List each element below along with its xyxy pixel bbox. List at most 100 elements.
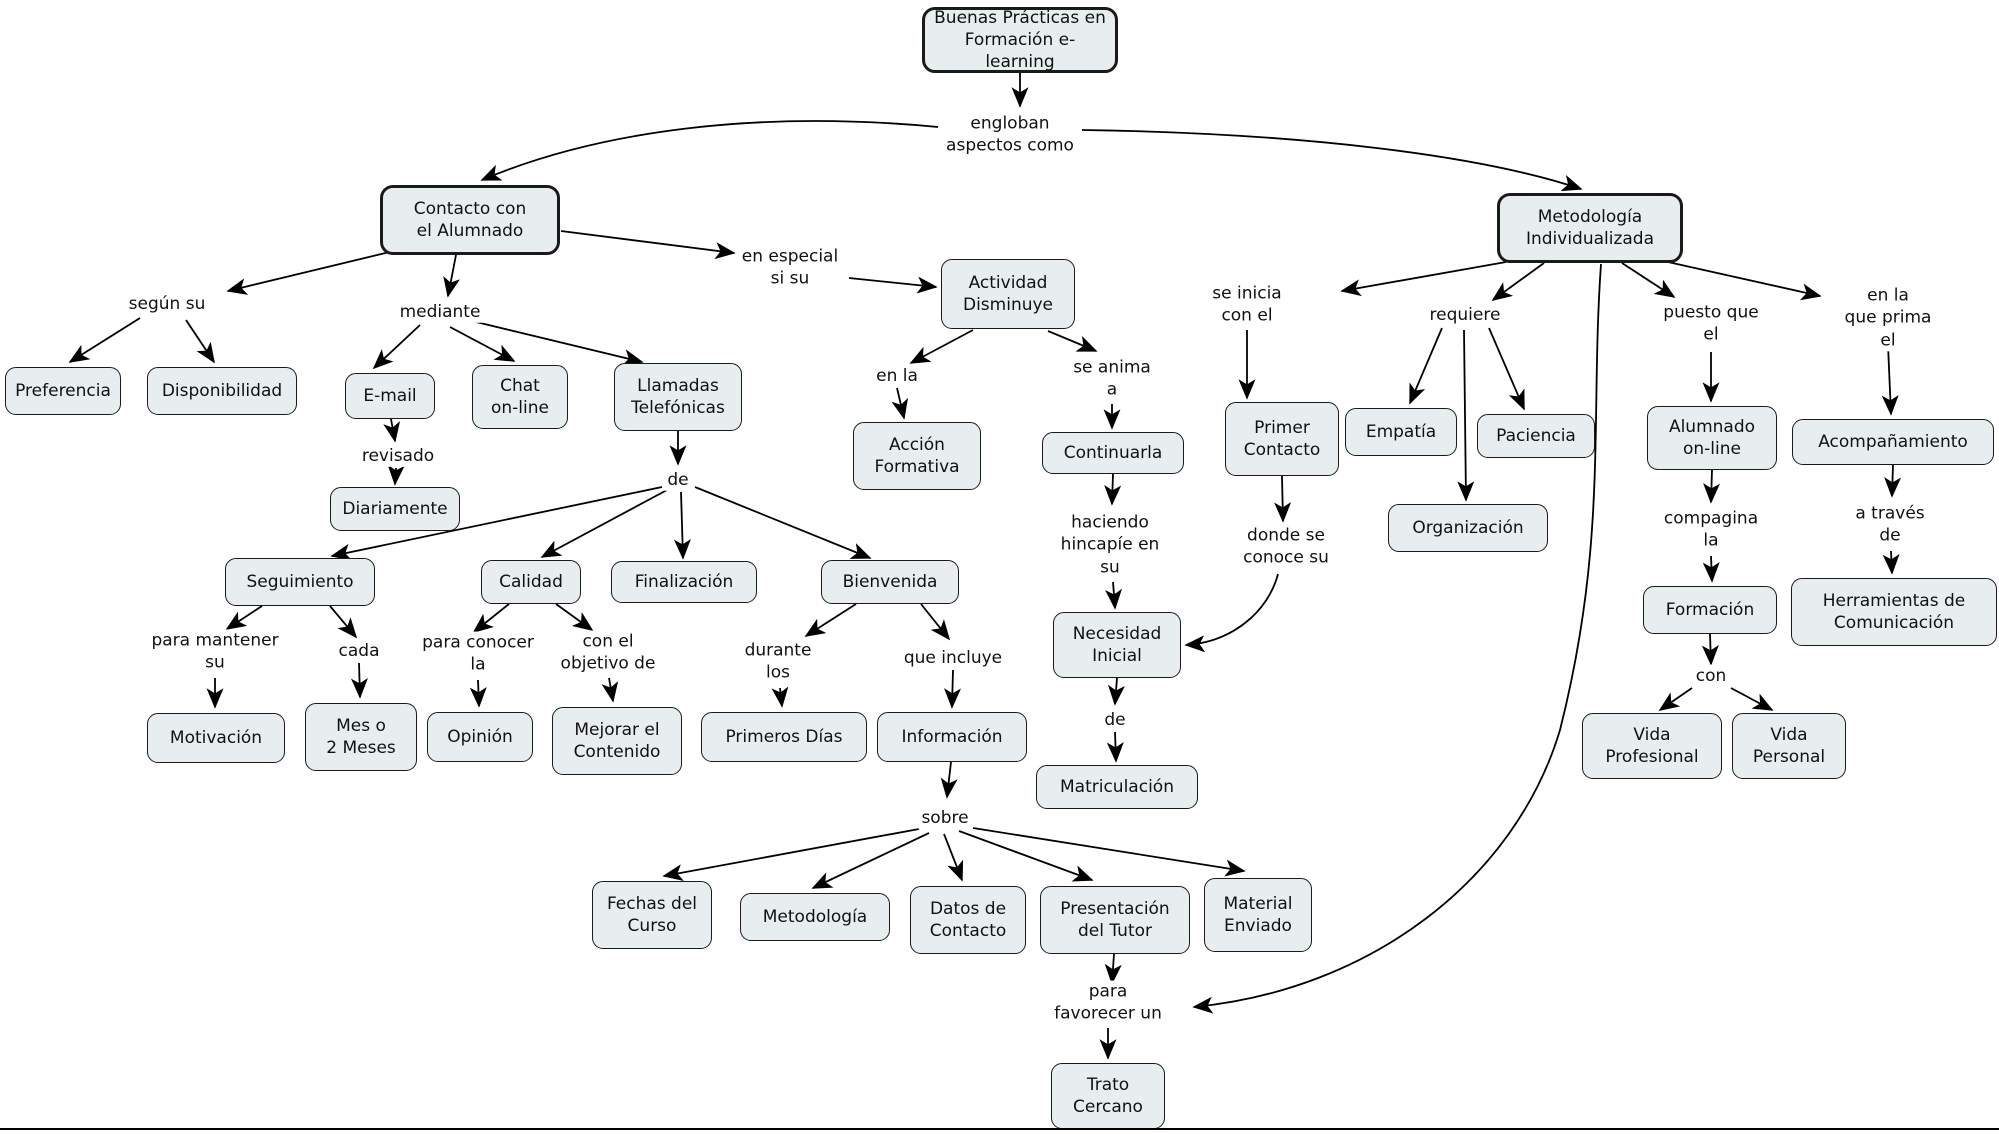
edge-mediante-email: [372, 324, 421, 370]
edge-necesidad-de2: [1107, 677, 1125, 706]
linking-phrase-puestoque[interactable]: puesto que el: [1660, 301, 1762, 347]
concept-node-chat[interactable]: Chat on-line: [472, 365, 568, 429]
concept-node-preferencia[interactable]: Preferencia: [5, 367, 121, 415]
concept-node-actividad[interactable]: Actividad Disminuye: [941, 259, 1075, 329]
linking-phrase-requiere[interactable]: requiere: [1426, 303, 1504, 327]
concept-node-bienvenida[interactable]: Bienvenida: [821, 560, 959, 604]
concept-node-paciencia[interactable]: Paciencia: [1477, 414, 1595, 458]
linking-phrase-con2[interactable]: con: [1692, 664, 1730, 688]
concept-node-datos[interactable]: Datos de Contacto: [910, 886, 1026, 954]
linking-phrase-de1[interactable]: de: [664, 468, 692, 492]
linking-phrase-atraves[interactable]: a través de: [1852, 502, 1928, 548]
linking-phrase-queincluye[interactable]: que incluye: [900, 646, 1006, 670]
concept-node-diariamente[interactable]: Diariamente: [330, 487, 460, 531]
concept-node-calidad[interactable]: Calidad: [481, 560, 581, 604]
concept-node-trato[interactable]: Trato Cercano: [1051, 1063, 1165, 1129]
edge-de1-bienvenida: [694, 486, 872, 559]
linking-phrase-mediante[interactable]: mediante: [396, 300, 484, 324]
edge-mediante-llamadas: [467, 319, 644, 366]
concept-node-contacto[interactable]: Contacto con el Alumnado: [380, 185, 560, 255]
edge-sobre-fechas: [662, 828, 920, 881]
edge-con2-vidapers: [1730, 687, 1774, 711]
linking-phrase-seinicia[interactable]: se inicia con el: [1209, 282, 1285, 328]
edge-sobre-material: [972, 827, 1246, 877]
linking-phrase-revisado[interactable]: revisado: [358, 444, 438, 468]
edge-bienvenida-queincluye: [920, 603, 951, 641]
edge-enespecial-actividad: [848, 276, 938, 294]
edge-mediante-chat: [449, 326, 516, 362]
concept-node-fechas[interactable]: Fechas del Curso: [592, 881, 712, 949]
linking-phrase-durante[interactable]: durante los: [741, 639, 815, 685]
edge-contacto-enespecial: [560, 230, 736, 260]
edge-sobre-datos: [943, 833, 964, 882]
edge-metodologia-requiere: [1491, 262, 1545, 301]
edge-continuarla-haciendo: [1104, 473, 1122, 506]
linking-phrase-paramantener[interactable]: para mantener su: [148, 629, 282, 675]
concept-node-acompanamiento[interactable]: Acompañamiento: [1792, 419, 1994, 465]
linking-phrase-segun[interactable]: según su: [125, 292, 209, 316]
edge-conelobjetivo-mejorar: [601, 677, 619, 703]
concept-node-herramientas[interactable]: Herramientas de Comunicación: [1791, 578, 1997, 646]
concept-node-vidaprof[interactable]: Vida Profesional: [1582, 713, 1722, 779]
edge-requiere-paciencia: [1488, 327, 1525, 411]
edge-sobre-presentacion: [958, 830, 1094, 882]
concept-node-accion[interactable]: Acción Formativa: [853, 422, 981, 490]
edge-seguimiento-paramantener: [225, 605, 263, 630]
concept-node-llamadas[interactable]: Llamadas Telefónicas: [614, 363, 742, 431]
linking-phrase-paraconocer[interactable]: para conocer la: [419, 631, 537, 677]
linking-phrase-enespecial[interactable]: en especial si su: [738, 245, 842, 291]
concept-node-empatia[interactable]: Empatía: [1345, 408, 1457, 456]
edge-metodologia-parafavorecer: [1192, 263, 1602, 1014]
edge-de1-finalizacion: [673, 491, 691, 560]
concept-node-metodologia[interactable]: Metodología Individualizada: [1497, 193, 1683, 263]
linking-phrase-compagina[interactable]: compagina la: [1660, 507, 1762, 553]
edge-informacion-sobre: [940, 761, 958, 799]
concept-node-alumnado[interactable]: Alumnado on-line: [1647, 406, 1777, 470]
linking-phrase-parafavorecer[interactable]: para favorecer un: [1051, 980, 1165, 1026]
concept-node-finalizacion[interactable]: Finalización: [611, 561, 757, 603]
concept-node-mejorar[interactable]: Mejorar el Contenido: [552, 707, 682, 775]
concept-node-primer[interactable]: Primer Contacto: [1225, 402, 1339, 476]
concept-node-meso[interactable]: Mes o 2 Meses: [305, 703, 417, 771]
edge-cada-meso: [350, 662, 368, 699]
concept-node-continuarla[interactable]: Continuarla: [1042, 432, 1184, 474]
concept-node-informacion[interactable]: Información: [877, 712, 1027, 762]
concept-node-vidapers[interactable]: Vida Personal: [1732, 713, 1846, 779]
linking-phrase-engloban[interactable]: engloban aspectos como: [943, 112, 1077, 158]
concept-node-formacion[interactable]: Formación: [1643, 586, 1777, 634]
linking-phrase-haciendo[interactable]: haciendo hincapíe en su: [1057, 511, 1163, 579]
edge-compagina-formacion: [1702, 555, 1720, 583]
edge-atraves-herramientas: [1882, 550, 1900, 575]
edge-enlaque-acompanamiento: [1881, 344, 1899, 416]
concept-node-opinion[interactable]: Opinión: [427, 712, 533, 762]
linking-phrase-dondese[interactable]: donde se conoce su: [1240, 524, 1332, 570]
concept-node-material[interactable]: Material Enviado: [1204, 878, 1312, 952]
edge-acompanamiento-atraves: [1884, 464, 1902, 498]
linking-phrase-de2[interactable]: de: [1101, 708, 1129, 732]
concept-node-email[interactable]: E-mail: [345, 373, 435, 419]
edge-presentacion-parafavorecer: [1104, 953, 1122, 985]
concept-node-bp[interactable]: Buenas Prácticas en Formación e-learning: [922, 7, 1118, 73]
concept-node-necesidad[interactable]: Necesidad Inicial: [1053, 612, 1181, 678]
edge-metodologia-seinicia: [1340, 261, 1507, 297]
linking-phrase-cada[interactable]: cada: [335, 639, 383, 663]
linking-phrase-enla[interactable]: en la: [873, 364, 921, 388]
edge-queincluye-informacion: [944, 669, 962, 709]
edge-requiere-empatia: [1409, 327, 1443, 405]
concept-node-motivacion[interactable]: Motivación: [147, 713, 285, 763]
linking-phrase-seanima[interactable]: se anima a: [1070, 356, 1154, 402]
concept-node-primeros[interactable]: Primeros Días: [701, 712, 867, 762]
linking-phrase-conelobjetivo[interactable]: con el objetivo de: [557, 630, 659, 676]
edge-actividad-seanima: [1047, 330, 1098, 352]
bottom-border-rule: [0, 1128, 1999, 1130]
concept-node-organizacion[interactable]: Organización: [1388, 504, 1548, 552]
linking-phrase-enlaque[interactable]: en la que prima el: [1832, 284, 1944, 352]
concept-node-seguimiento[interactable]: Seguimiento: [225, 558, 375, 606]
concept-node-matriculacion[interactable]: Matriculación: [1036, 765, 1198, 809]
edge-dondese-necesidad: [1184, 573, 1279, 653]
edge-con2-vidaprof: [1658, 687, 1693, 711]
concept-node-metodologia2[interactable]: Metodología: [740, 893, 890, 941]
concept-node-disponibilidad[interactable]: Disponibilidad: [147, 367, 297, 415]
concept-node-presentacion[interactable]: Presentación del Tutor: [1040, 886, 1190, 954]
linking-phrase-sobre[interactable]: sobre: [918, 806, 972, 830]
